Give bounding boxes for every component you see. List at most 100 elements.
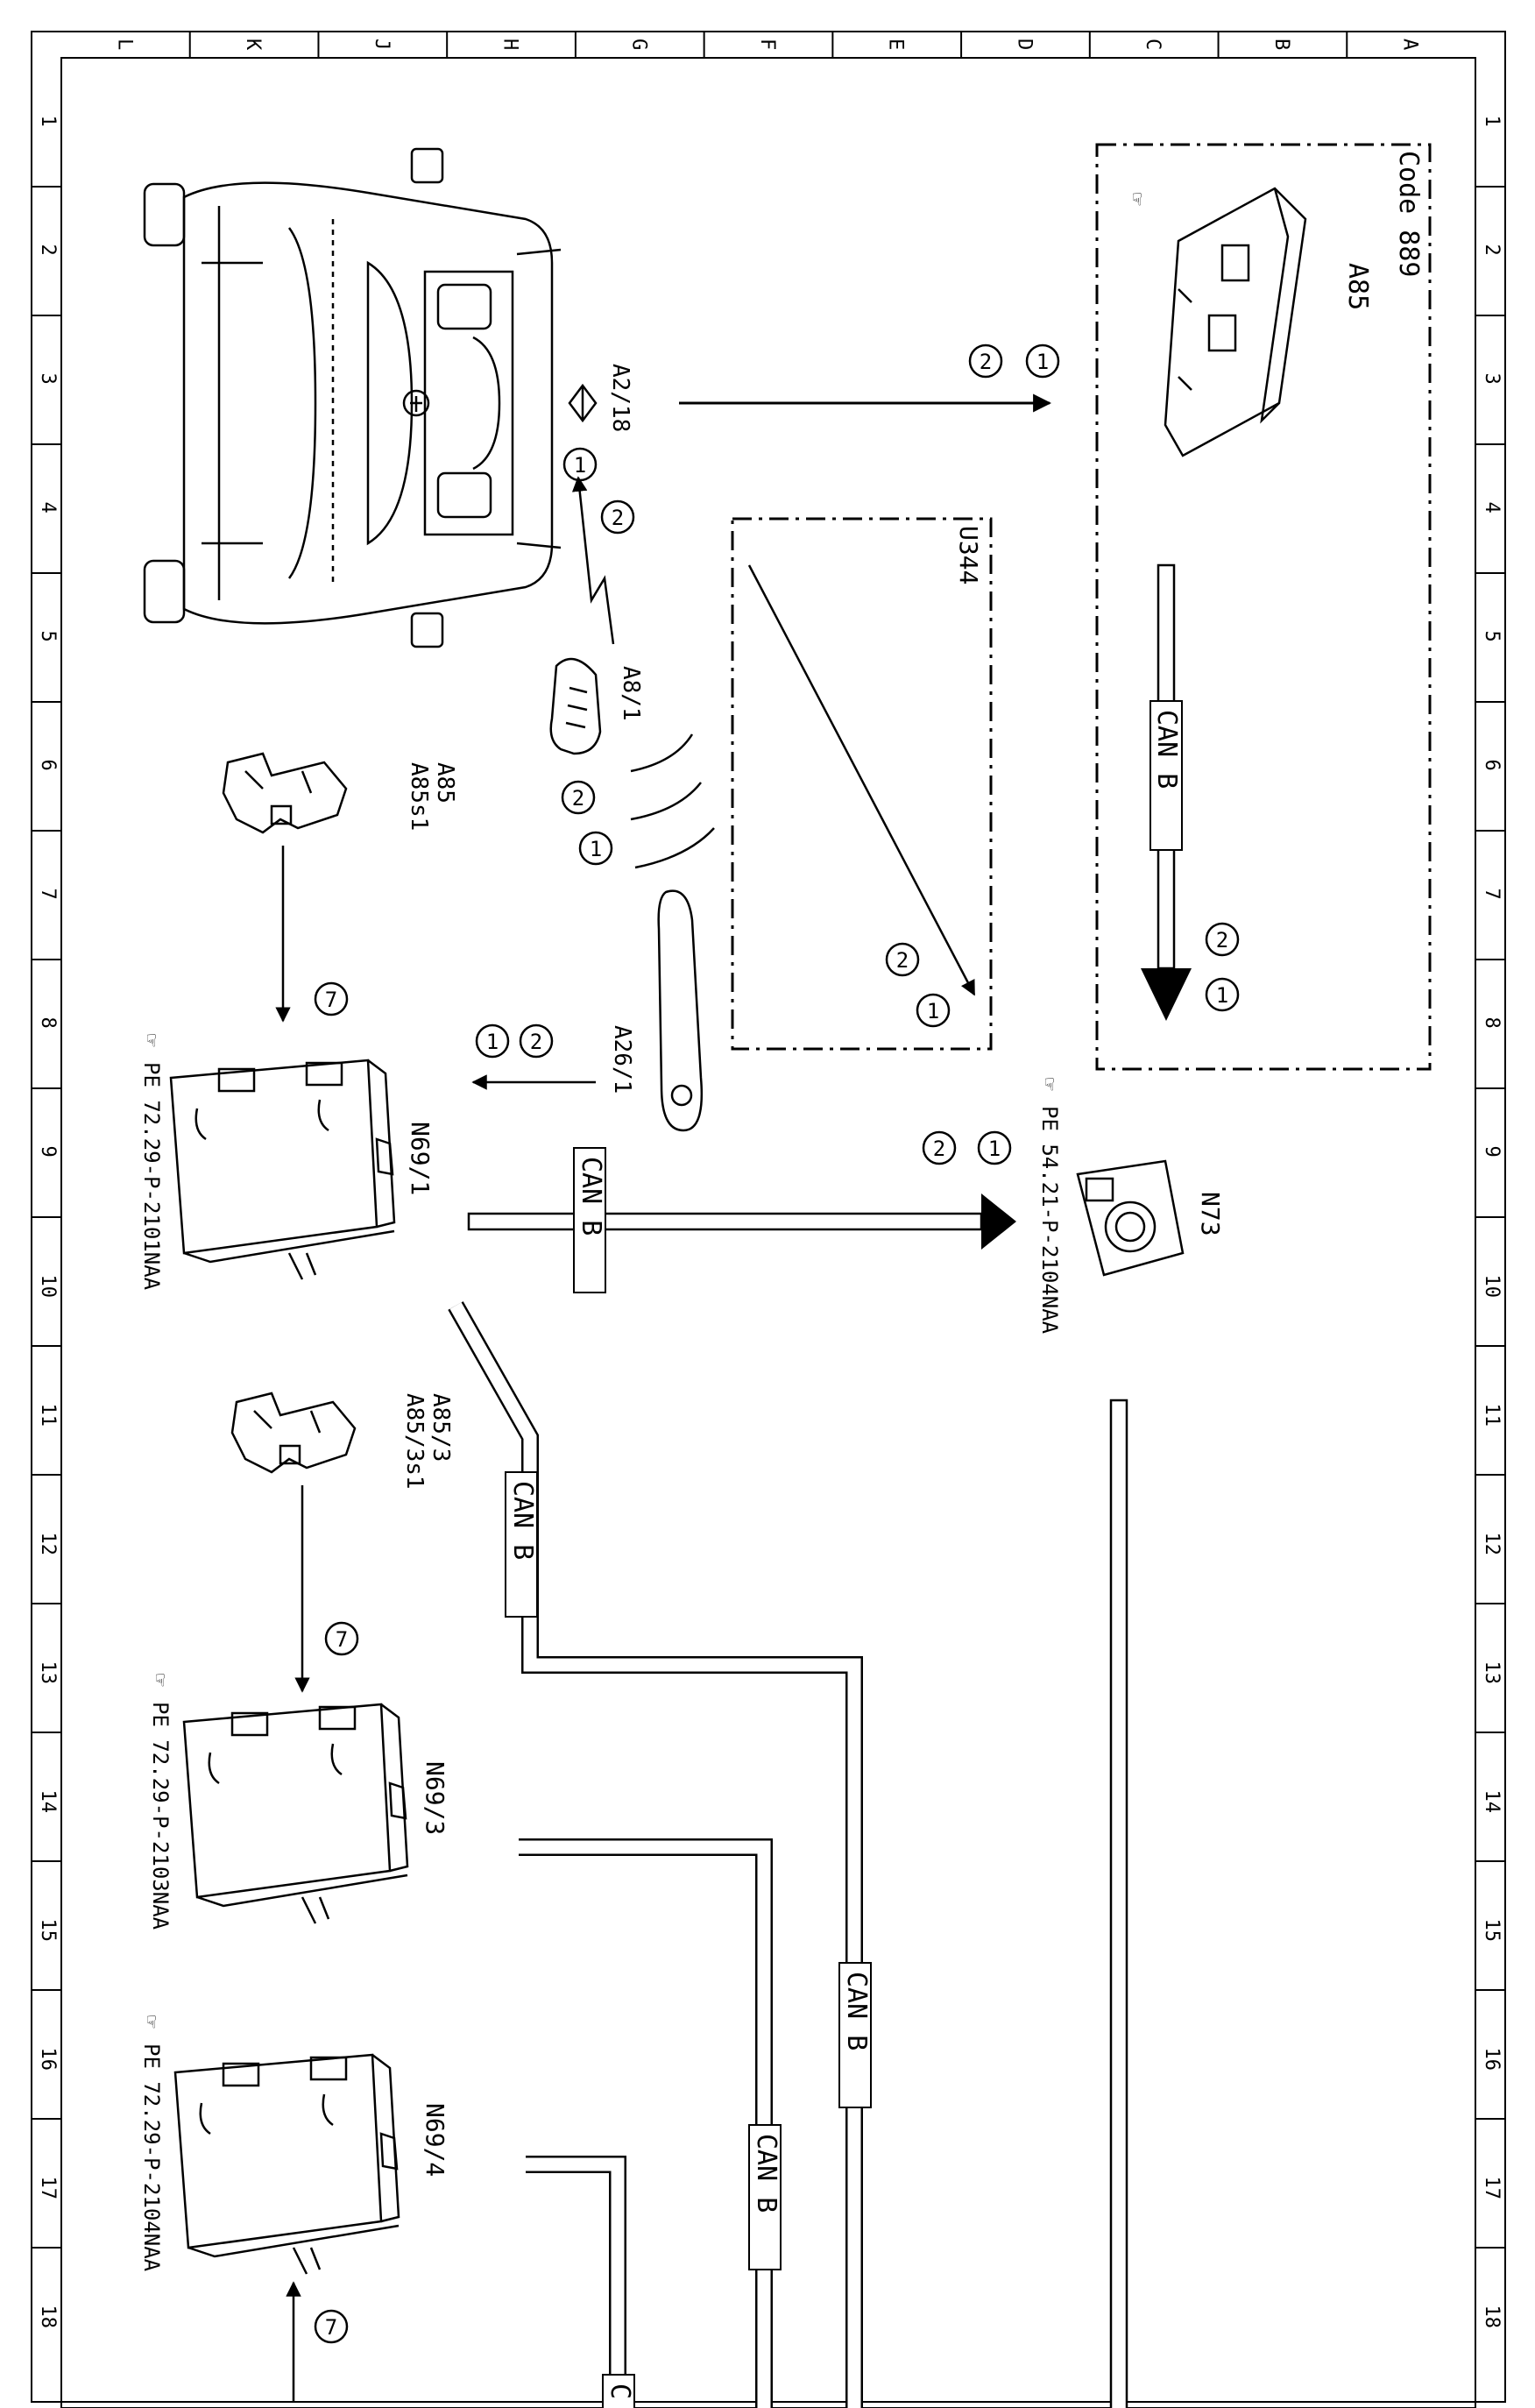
row-label: 11 [37, 1404, 59, 1427]
door-lock-a85-icon [222, 752, 348, 834]
svg-text:2: 2 [1216, 928, 1228, 953]
svg-text:1: 1 [1216, 983, 1228, 1008]
bus-can-b-lower: CAN B [748, 2124, 782, 2270]
column-label: K [242, 39, 264, 51]
row-label: 7 [37, 889, 59, 900]
book-pointer-icon: ☞ [139, 1034, 164, 1047]
ref-n69-1: ☞ PE 72.29-P-2101NAA [139, 1034, 164, 1291]
row-label: 1 [1481, 116, 1503, 127]
label-u344: U344 [954, 526, 983, 584]
row-label: 14 [37, 1790, 59, 1814]
marker-7: 7 [314, 2309, 349, 2344]
marker-7: 7 [324, 1621, 359, 1656]
svg-text:C: C [605, 2383, 635, 2399]
door-handle-icon [657, 889, 703, 1132]
row-label: 5 [37, 631, 59, 642]
row-label: 10 [37, 1275, 59, 1299]
label-n69-5: A85 [1342, 263, 1373, 310]
row-label: 2 [1481, 244, 1503, 256]
svg-text:1: 1 [574, 453, 586, 478]
row-label: 9 [37, 1146, 59, 1158]
svg-text:7: 7 [336, 1627, 348, 1652]
link-a8-1-to-a2-18 [571, 476, 615, 645]
marker-1: 1 [475, 1023, 510, 1059]
control-unit-n69-4-icon [173, 2053, 400, 2275]
row-label: 3 [1481, 373, 1503, 385]
book-pointer-icon: ☞ [1125, 193, 1149, 206]
bus-can-b-n69-5: CAN B [1141, 563, 1192, 1021]
label-n69-1: N69/1 [406, 1122, 435, 1195]
row-label: 18 [37, 2305, 59, 2329]
row-label: 10 [1481, 1275, 1503, 1299]
label-a85: A85 [432, 762, 458, 804]
row-label: 9 [1481, 1146, 1503, 1158]
marker-1: 1 [562, 447, 598, 482]
column-label: C [1142, 39, 1164, 50]
ref-n69-5: ☞ [1125, 193, 1149, 206]
marker-7: 7 [314, 981, 349, 1016]
svg-text:2: 2 [896, 948, 909, 973]
link-u344-to-n73 [747, 564, 976, 996]
column-label: F [756, 39, 778, 50]
control-unit-n69-3-icon [182, 1703, 409, 1924]
antenna-diamond-icon [568, 383, 598, 423]
svg-text:CAN B: CAN B [751, 2134, 782, 2213]
svg-text:CAN B: CAN B [576, 1157, 606, 1236]
row-label: 1 [37, 116, 59, 127]
label-a2-18: A2/18 [607, 364, 633, 432]
svg-text:2: 2 [980, 350, 992, 374]
row-label: 16 [1481, 2048, 1503, 2072]
bus-can-b-n69-1-branch: CAN B CAN B [448, 1301, 872, 2408]
control-unit-n69-5-icon [1164, 187, 1307, 457]
row-label: 3 [37, 373, 59, 385]
row-label: 15 [1481, 1919, 1503, 1943]
vehicle-front-icon [143, 147, 562, 648]
svg-text:CAN B: CAN B [1151, 710, 1182, 789]
row-label: 2 [37, 244, 59, 256]
wire-n69-4 [526, 2156, 626, 2408]
svg-text:1: 1 [1036, 350, 1049, 374]
marker-1: 1 [977, 1130, 1012, 1165]
row-label: 13 [37, 1661, 59, 1685]
row-label: 5 [1481, 631, 1503, 642]
ref-n69-3: ☞ PE 72.29-P-2103NAA [148, 1674, 173, 1930]
marker-1: 1 [1205, 977, 1240, 1012]
marker-2: 2 [885, 942, 920, 977]
row-label: 7 [1481, 889, 1503, 900]
svg-text:1: 1 [486, 1030, 499, 1054]
door-lock-a85-3-icon [230, 1392, 357, 1474]
row-label: 16 [37, 2048, 59, 2072]
row-label: 13 [1481, 1661, 1503, 1685]
svg-text:PE 72.29-P-2103NAA: PE 72.29-P-2103NAA [148, 1702, 173, 1930]
row-label: 12 [1481, 1533, 1503, 1556]
book-pointer-icon: ☞ [139, 2015, 164, 2029]
marker-1: 1 [1025, 343, 1060, 379]
marker-2: 2 [1205, 922, 1240, 957]
ref-n69-4: ☞ PE 72.29-P-2104NAA [139, 2015, 164, 2272]
label-a85-3s1: A85/3s1 [401, 1393, 428, 1490]
wire-right-vertical [1109, 1399, 1128, 2408]
row-label: 8 [37, 1017, 59, 1029]
column-label: L [113, 39, 135, 50]
svg-text:2: 2 [612, 506, 624, 530]
svg-text:2: 2 [572, 786, 584, 811]
column-label: B [1270, 39, 1292, 50]
radio-waves-icon [630, 733, 715, 869]
label-a8-1: A8/1 [618, 666, 644, 721]
svg-text:7: 7 [325, 988, 337, 1012]
row-label: 18 [1481, 2305, 1503, 2329]
marker-2: 2 [561, 780, 596, 815]
bus-can-b-n69-1-to-n73: CAN B [467, 1147, 1016, 1293]
row-label: 8 [1481, 1017, 1503, 1029]
svg-text:2: 2 [530, 1030, 542, 1054]
row-label: 4 [1481, 502, 1503, 513]
label-n73: N73 [1196, 1192, 1225, 1236]
row-label: 15 [37, 1919, 59, 1943]
column-label: G [627, 39, 649, 50]
svg-text:PE 72.29-P-2101NAA: PE 72.29-P-2101NAA [139, 1062, 164, 1291]
wire-n69-3 [519, 1838, 773, 2408]
book-pointer-icon: ☞ [148, 1674, 173, 1687]
row-label: 17 [1481, 2177, 1503, 2200]
svg-text:1: 1 [988, 1137, 1001, 1161]
